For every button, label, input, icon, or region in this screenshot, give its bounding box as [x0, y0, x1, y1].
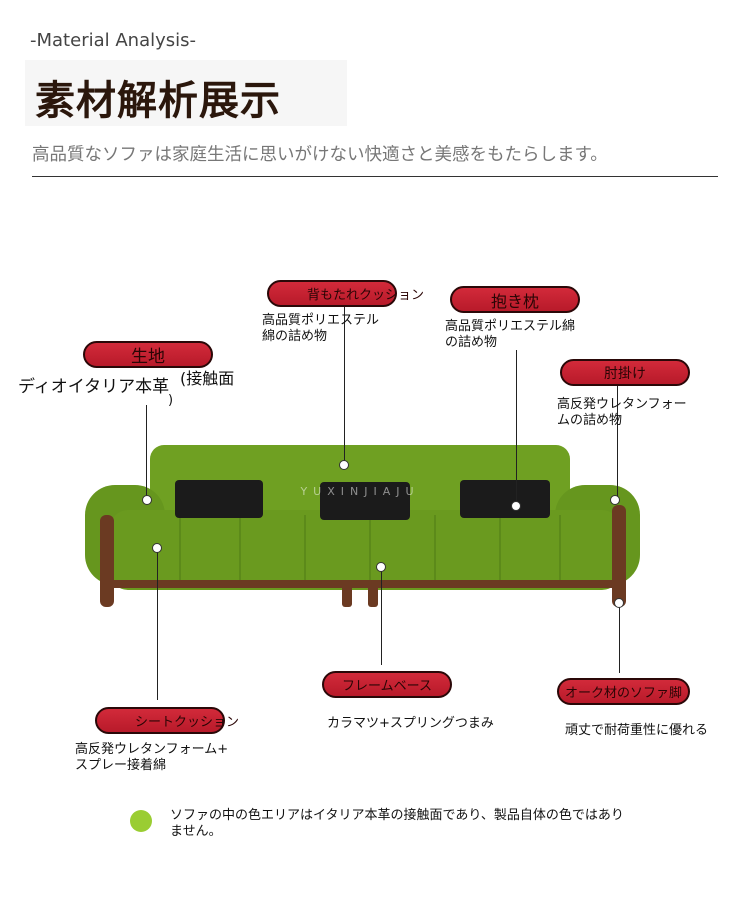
armrest-label: 肘掛け [560, 359, 690, 386]
title-background [25, 60, 347, 126]
fabric-label: 生地 [83, 341, 213, 368]
backrest-desc: 高品質ポリエステル綿の詰め物 [262, 313, 380, 344]
frame-label: フレームベース [322, 671, 452, 698]
page-title: 素材解析展示 [35, 78, 281, 124]
fabric-desc-paren: (接触面 [180, 369, 235, 388]
backrest-label: 背もたれクッション [267, 280, 424, 307]
seat-label: シートクッション [95, 707, 239, 734]
seat-leader-line [157, 548, 158, 700]
color-note: ソファの中の色エリアはイタリア本革の接触面であり、製品自体の色ではありません。 [170, 808, 624, 839]
legs-desc: 頑丈で耐荷重性に優れる [565, 723, 709, 738]
backrest-marker [339, 460, 349, 470]
legs-leader-line [619, 603, 620, 673]
color-note-dot [130, 810, 152, 832]
pillow-leader-line [516, 350, 517, 506]
fabric-desc-main: ディオイタリア本革 [18, 377, 170, 397]
armrest-marker [610, 495, 620, 505]
pillow-marker [511, 501, 521, 511]
eyebrow-text: -Material Analysis- [30, 30, 196, 51]
fabric-desc-close: ) [168, 393, 174, 408]
sofa-illustration: YUXINJIAJU [85, 445, 640, 607]
frame-leader-line [381, 567, 382, 665]
frame-desc: カラマツ+スプリングつまみ [327, 716, 494, 731]
armrest-leader-line [617, 378, 618, 500]
page-subtitle: 高品質なソファは家庭生活に思いがけない快適さと美感をもたらします。 [32, 145, 608, 165]
backrest-leader-line [344, 306, 345, 466]
armrest-desc: 高反発ウレタンフォームの詰め物 [557, 397, 687, 428]
divider [32, 176, 718, 177]
frame-marker [376, 562, 386, 572]
fabric-marker [142, 495, 152, 505]
watermark: YUXINJIAJU [299, 485, 419, 498]
pillow-label: 抱き枕 [450, 286, 580, 313]
seat-marker [152, 543, 162, 553]
pillow-desc: 高品質ポリエステル綿の詰め物 [445, 319, 576, 350]
legs-marker [614, 598, 624, 608]
seat-desc: 高反発ウレタンフォーム+スプレー接着綿 [75, 742, 229, 773]
fabric-leader-line [146, 405, 147, 500]
legs-label: オーク材のソファ脚 [557, 678, 690, 705]
